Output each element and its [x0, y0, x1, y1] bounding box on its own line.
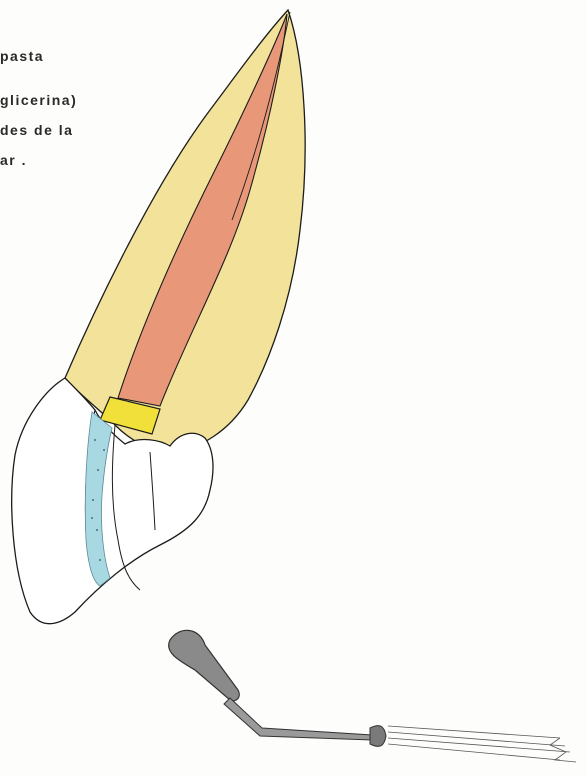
caption-line-2: glicerina): [0, 92, 77, 108]
caption-line-1: pasta: [0, 48, 44, 64]
motion-lines: [388, 726, 576, 762]
instrument-shank: [224, 698, 372, 740]
instrument-tip: [370, 726, 386, 747]
caption-line-3: des de la: [0, 122, 73, 138]
caption-line-4: ar .: [0, 152, 27, 168]
instrument-handle: [169, 630, 240, 700]
